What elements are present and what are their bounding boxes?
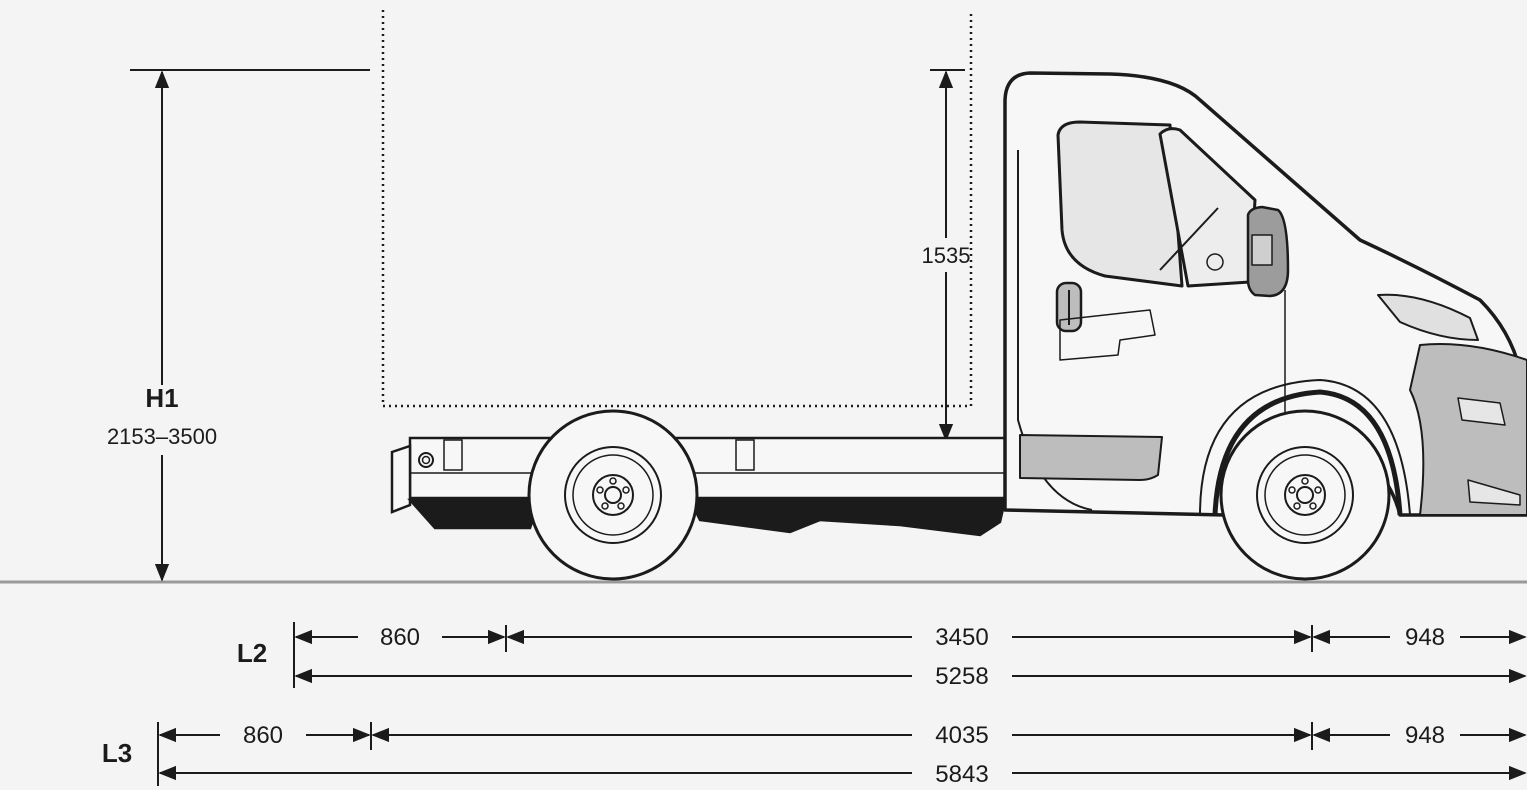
length-dimension-l2 [293, 622, 1527, 688]
l2-rear-overhang: 948 [1405, 624, 1445, 651]
cab-body [1003, 71, 1527, 517]
length-dimension-l3 [157, 722, 1527, 786]
front-wheel [1219, 409, 1391, 581]
cargo-box-outline [381, 10, 973, 408]
l2-front-overhang: 860 [380, 624, 420, 651]
l2-label: L2 [237, 638, 267, 668]
height-label: H1 [145, 383, 178, 413]
cab-height-dimension: 1535 [922, 69, 971, 442]
chassis-frame [390, 436, 1007, 537]
l3-wheelbase: 4035 [935, 722, 988, 749]
height-dimension: H1 2153–3500 [107, 69, 370, 582]
cab-height-value: 1535 [922, 243, 971, 268]
l2-wheelbase: 3450 [935, 624, 988, 651]
l3-front-overhang: 860 [243, 722, 283, 749]
l3-total-length: 5843 [935, 761, 988, 788]
l3-label: L3 [102, 738, 132, 768]
l3-rear-overhang: 948 [1405, 722, 1445, 749]
rear-wheel [527, 409, 699, 581]
l2-total-length: 5258 [935, 663, 988, 690]
height-range: 2153–3500 [107, 424, 217, 449]
